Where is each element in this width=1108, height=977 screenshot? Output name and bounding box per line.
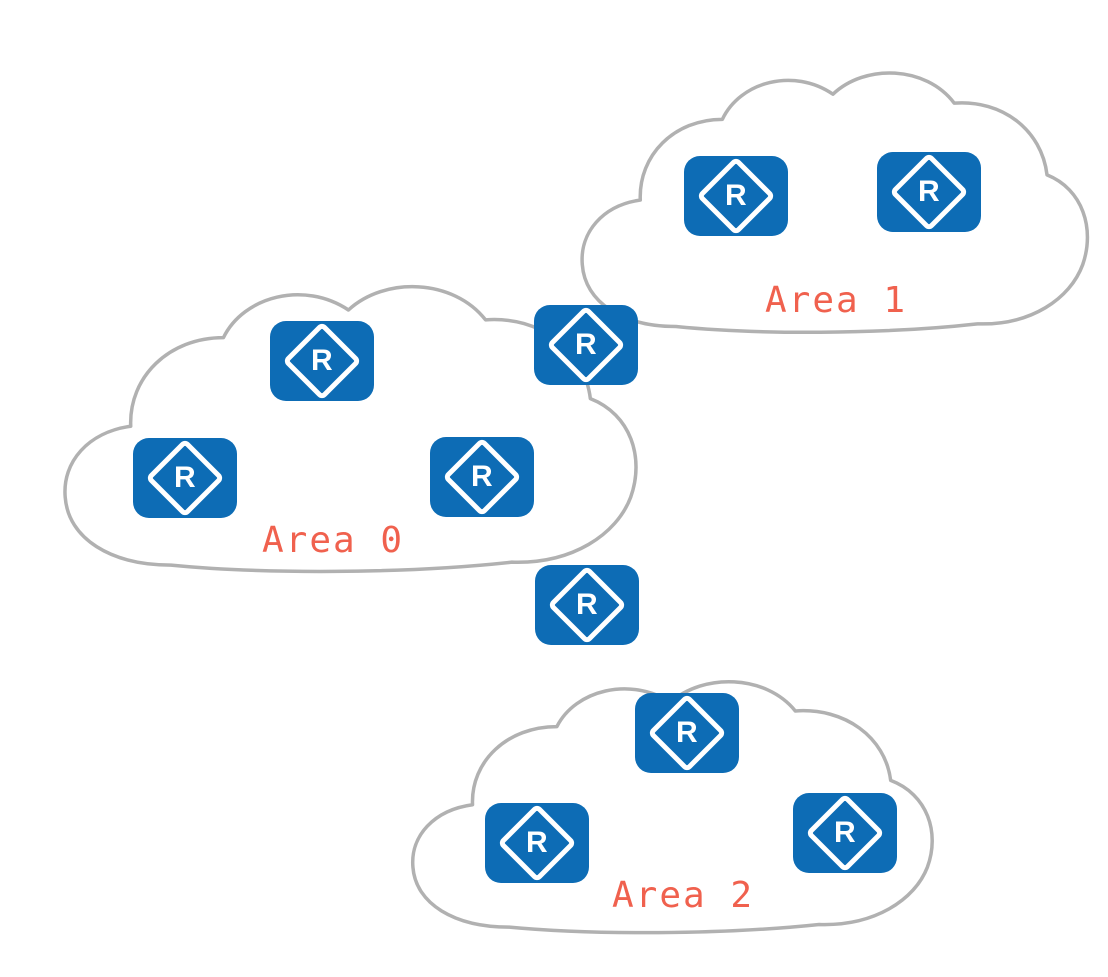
- router-icon-abr-area0-area2: R: [535, 565, 639, 645]
- router-icon-area1-b: R: [877, 152, 981, 232]
- router-diamond-icon: R: [889, 152, 969, 232]
- area-1-label: Area 1: [765, 280, 908, 321]
- router-icon-area0-b: R: [133, 438, 237, 518]
- router-glyph: R: [575, 327, 597, 361]
- router-diamond-icon: R: [547, 565, 627, 645]
- router-diamond-icon: R: [145, 438, 225, 518]
- area-1-cloud: [582, 73, 1087, 332]
- router-diamond-icon: R: [696, 156, 776, 236]
- router-glyph: R: [676, 715, 698, 749]
- area-2-label: Area 2: [612, 875, 755, 916]
- router-glyph: R: [471, 459, 493, 493]
- router-diamond-icon: R: [282, 321, 362, 401]
- router-icon-area2-c: R: [793, 793, 897, 873]
- router-icon-area0-a: R: [270, 321, 374, 401]
- router-glyph: R: [576, 587, 598, 621]
- router-glyph: R: [311, 343, 333, 377]
- router-icon-area2-a: R: [635, 693, 739, 773]
- router-glyph: R: [918, 174, 940, 208]
- router-icon-area2-b: R: [485, 803, 589, 883]
- router-diamond-icon: R: [497, 803, 577, 883]
- router-icon-area1-a: R: [684, 156, 788, 236]
- router-icon-area0-c: R: [430, 437, 534, 517]
- area-0-label: Area 0: [262, 520, 405, 561]
- router-glyph: R: [725, 178, 747, 212]
- router-diamond-icon: R: [805, 793, 885, 873]
- router-glyph: R: [834, 815, 856, 849]
- router-glyph: R: [174, 460, 196, 494]
- router-diamond-icon: R: [442, 437, 522, 517]
- router-glyph: R: [526, 825, 548, 859]
- router-diamond-icon: R: [647, 693, 727, 773]
- router-diamond-icon: R: [546, 305, 626, 385]
- router-icon-abr-area0-area1: R: [534, 305, 638, 385]
